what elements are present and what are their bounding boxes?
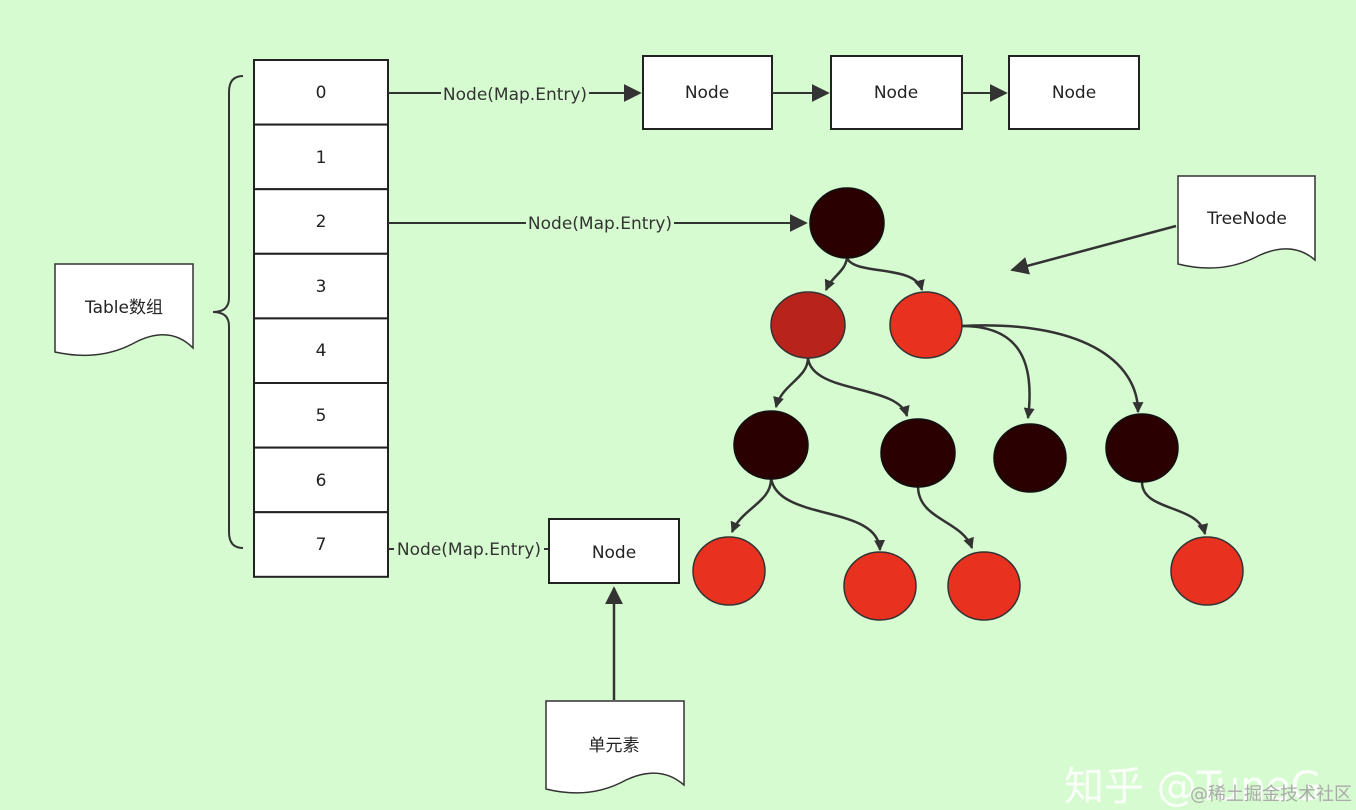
- tree-node-red: [1170, 536, 1244, 606]
- tree-edge: [916, 485, 974, 550]
- tree-node-black: [880, 418, 956, 488]
- table-cell: [253, 59, 389, 126]
- list-node: [830, 55, 963, 130]
- table-brace: [212, 75, 244, 549]
- single-node-label: Node: [592, 543, 636, 563]
- watermark-sub: @稀土掘金技术社区: [1190, 784, 1352, 805]
- tree-edge: [961, 324, 1035, 420]
- row2-edge-label: Node(Map.Entry): [528, 214, 672, 234]
- watermark-main: 知乎 @TuneG: [1064, 764, 1321, 810]
- edge-label-bg: [394, 538, 544, 560]
- treenode-pointer-arrow: [1010, 224, 1177, 275]
- list-node-label: Node: [685, 83, 729, 103]
- tree-edges: [730, 257, 1209, 552]
- tree-edge: [845, 257, 925, 292]
- table-note: Table数组: [54, 263, 194, 357]
- table-cell: [253, 252, 389, 320]
- table-cell: [253, 511, 389, 578]
- tree-node-red: [947, 551, 1021, 621]
- tree-edge: [806, 357, 910, 418]
- list-node: [1008, 55, 1140, 130]
- row7-single-element: Node(Map.Entry) Node 单元素: [388, 518, 685, 794]
- list-node-label: Node: [1052, 83, 1096, 103]
- single-node: [548, 518, 680, 584]
- row0-edge-label: Node(Map.Entry): [443, 85, 587, 105]
- table-index: 1: [316, 148, 327, 168]
- tree-node-black: [809, 187, 885, 259]
- tree-node-black: [993, 423, 1067, 493]
- table-index: 0: [316, 83, 327, 103]
- table-cell: [253, 123, 389, 191]
- tree-node-black: [733, 410, 809, 480]
- edge-label-bg: [526, 212, 674, 234]
- tree-edge: [773, 357, 810, 409]
- treenode-note: TreeNode: [1010, 175, 1316, 275]
- list-node-label: Node: [874, 83, 918, 103]
- single-element-note: [545, 700, 685, 794]
- tree-node-red: [843, 551, 917, 621]
- row7-edge-label: Node(Map.Entry): [397, 540, 541, 560]
- tree-edge: [824, 257, 849, 292]
- table-note-label: Table数组: [84, 298, 163, 318]
- table-index: 6: [316, 471, 327, 491]
- tree-node-red: [692, 536, 766, 606]
- tree-node-black: [1105, 413, 1179, 483]
- table-cell: [253, 382, 389, 449]
- row0-linked-list: Node(Map.Entry) Node Node Node: [388, 55, 1140, 130]
- tree-edge: [730, 477, 773, 534]
- row2-tree-link: Node(Map.Entry): [388, 212, 808, 234]
- table-array: 0 1 2 3 4 5 6 7: [253, 59, 389, 578]
- tree-node-red: [889, 291, 963, 359]
- table-index: 2: [316, 212, 327, 232]
- treenode-note-label: TreeNode: [1206, 209, 1287, 229]
- table-index: 3: [316, 277, 327, 297]
- single-element-note-label: 单元素: [589, 736, 640, 756]
- tree-edge: [769, 477, 886, 552]
- table-index: 5: [316, 406, 327, 426]
- edge-label-bg: [441, 83, 589, 105]
- red-black-tree: [692, 187, 1244, 621]
- tree-edge: [1140, 481, 1209, 536]
- table-index: 7: [316, 535, 327, 555]
- table-index: 4: [316, 341, 327, 361]
- tree-edge: [961, 324, 1144, 414]
- tree-node-dark-red: [770, 291, 846, 359]
